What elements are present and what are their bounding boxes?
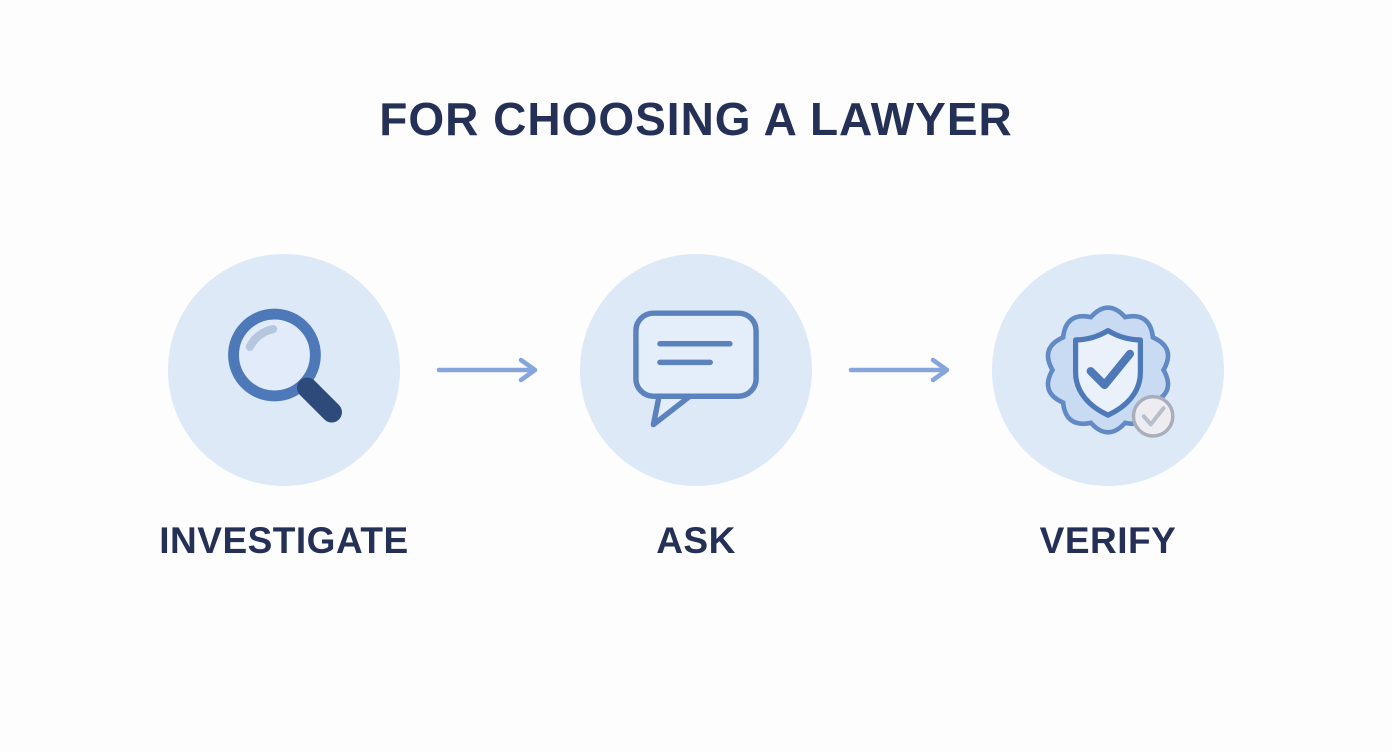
arrow-right-icon: [848, 357, 950, 383]
magnifier-icon: [228, 308, 342, 423]
step-investigate: INVESTIGATE: [134, 254, 434, 562]
speech-bubble-icon: [633, 310, 759, 428]
step-verify: VERIFY: [958, 254, 1258, 562]
step-ask: ASK: [546, 254, 846, 562]
step-label-verify: VERIFY: [1039, 520, 1177, 561]
verified-badge-icon: [1131, 394, 1175, 438]
arrow-right-icon: [436, 357, 538, 383]
investigate-circle: [168, 254, 400, 486]
step-label-investigate: INVESTIGATE: [159, 520, 409, 561]
ask-circle: [580, 254, 812, 486]
arrow-right-icon: [846, 357, 958, 383]
step-label-ask: ASK: [656, 520, 736, 561]
steps-flow: INVESTIGATE ASK: [134, 254, 1258, 562]
page-title: FOR CHOOSING A LAWYER: [379, 93, 1013, 145]
verify-circle: [992, 254, 1224, 486]
shield-check-badge-icon: [1045, 305, 1175, 438]
arrow-right-icon: [434, 357, 546, 383]
